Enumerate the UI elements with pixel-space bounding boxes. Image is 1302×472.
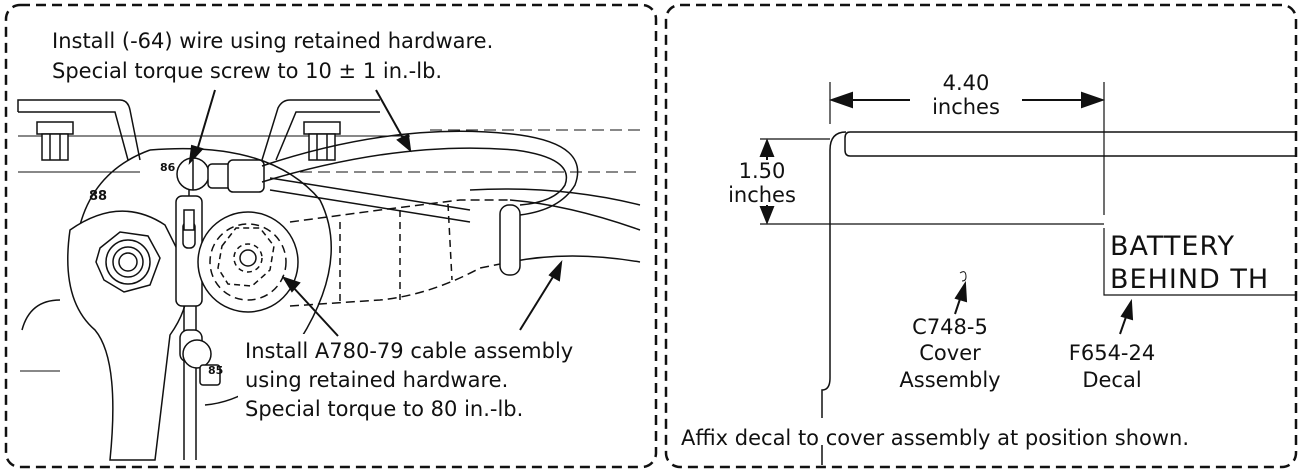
plus-minus-symbol: ±: [339, 59, 357, 83]
leader-arrow-stud: [281, 276, 339, 337]
terminal-screw-85: [182, 339, 221, 386]
height-dimension-value: 1.50: [739, 159, 786, 183]
terminal-label-86: 86: [160, 161, 176, 174]
terminal-label-85: 85: [208, 364, 223, 377]
note-top-line2-prefix: Special torque screw to 10: [52, 59, 332, 83]
width-dimension-arrows: [828, 91, 1106, 109]
right-panel-border: [664, 3, 1298, 469]
note-bottom-line2: using retained hardware.: [245, 368, 508, 392]
bracket-nut-right: [303, 121, 341, 161]
cable-tie: [499, 204, 521, 276]
decal-part-number: F654-24: [1069, 341, 1155, 365]
right-panel: 4.40 inches 1.50 inches BATTERY BEHIND T…: [664, 3, 1298, 469]
width-dimension-value: 4.40: [943, 71, 990, 95]
leader-arrow-decal: [1119, 298, 1134, 335]
note-bottom-backdrop: [238, 334, 648, 426]
left-panel-border: [4, 3, 658, 469]
cable-assembly: [289, 188, 641, 307]
cover-name-line1: Cover: [919, 341, 981, 365]
note-top-line1: Install (-64) wire using retained hardwa…: [52, 29, 493, 53]
bracket-nut-left: [36, 121, 74, 161]
leader-arrow-cover: [954, 280, 968, 315]
decal-text-line1: BATTERY: [1110, 231, 1235, 262]
note-top-line2-suffix: 1 in.-lb.: [363, 59, 442, 83]
leader-arrow-cable: [519, 260, 563, 331]
cover-name-line2: Assembly: [899, 368, 1000, 392]
decal: BATTERY BEHIND TH: [1103, 228, 1296, 296]
dimension-extension-lines: [760, 82, 1105, 225]
right-panel-caption: Affix decal to cover assembly at positio…: [681, 426, 1189, 450]
leader-arrow-screw: [188, 89, 216, 165]
terminal-post-left: [67, 210, 189, 461]
cover-mark: [959, 271, 967, 282]
terminal-label-88: 88: [89, 189, 107, 204]
leader-arrow-wire: [375, 89, 412, 153]
decal-name: Decal: [1082, 368, 1141, 392]
main-stud: [197, 211, 299, 313]
note-bottom-line3: Special torque to 80 in.-lb.: [245, 397, 523, 421]
height-dimension-unit: inches: [728, 183, 796, 207]
note-top-line2: Special torque screw to 10 ± 1 in.-lb.: [52, 59, 442, 83]
height-dimension-arrows: [759, 138, 775, 225]
wire-64: [261, 130, 579, 223]
terminal-screw-86: [176, 157, 265, 193]
cover-top-rail: [844, 131, 1296, 157]
mounting-bracket: [17, 99, 380, 161]
note-bottom-line1: Install A780-79 cable assembly: [245, 339, 573, 363]
decal-text-line2: BEHIND TH: [1110, 264, 1269, 295]
width-dimension-unit: inches: [932, 95, 1000, 119]
reference-lines: [18, 129, 640, 372]
cover-part-number: C748-5: [912, 315, 988, 339]
left-panel: 86 88 85 Install (-64) wire using retain…: [4, 3, 658, 469]
cover-assembly-edge: [821, 131, 847, 465]
